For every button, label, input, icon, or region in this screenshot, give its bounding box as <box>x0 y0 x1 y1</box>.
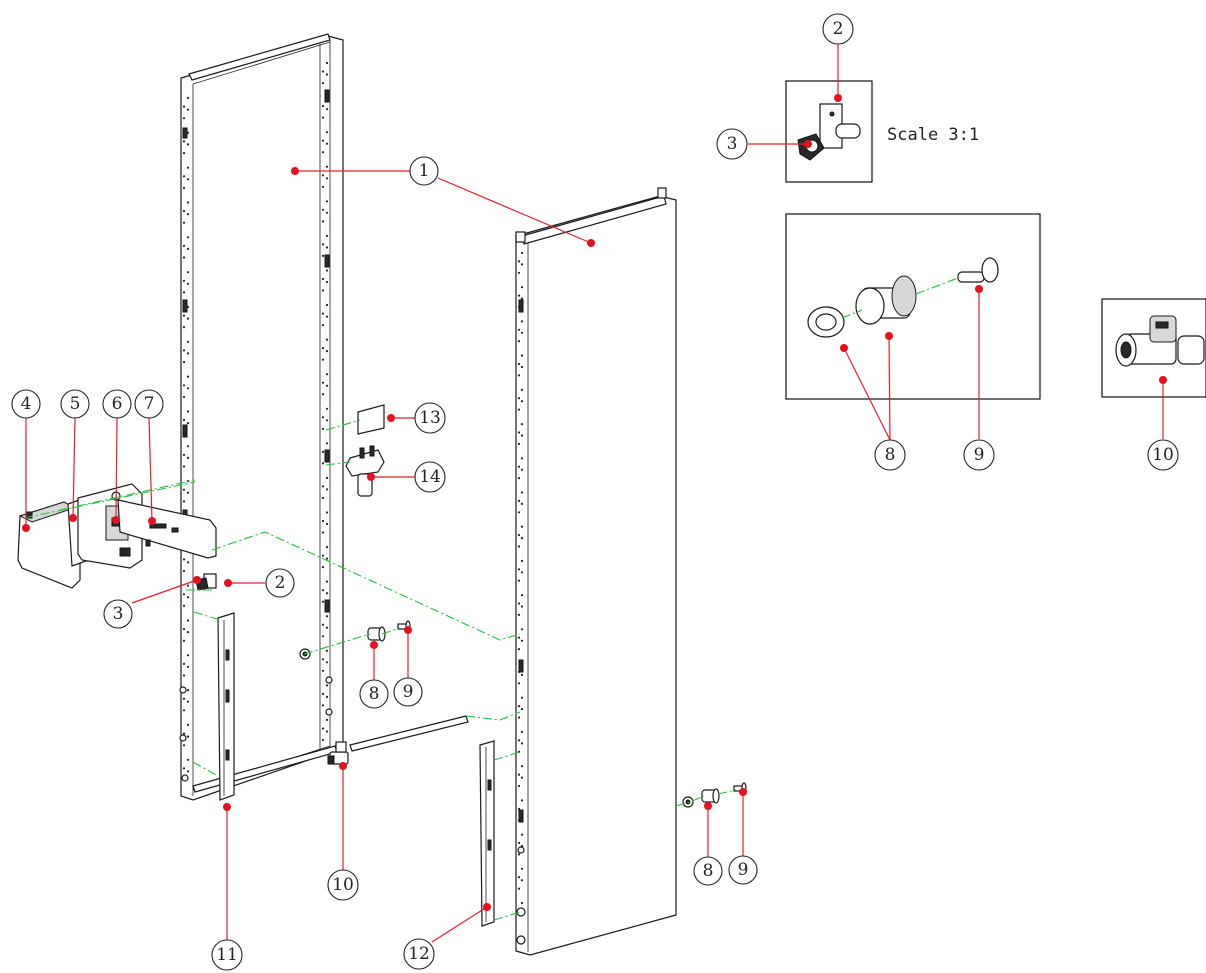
svg-text:5: 5 <box>70 394 81 414</box>
fitting-set-right <box>682 782 747 808</box>
svg-text:3: 3 <box>113 604 124 624</box>
svg-text:8: 8 <box>369 684 380 704</box>
control-box-bracket <box>117 499 217 559</box>
detail-view-c <box>1101 298 1206 398</box>
balloon-6: 6 <box>102 389 132 419</box>
balloon-14: 14 <box>414 461 446 493</box>
balloon-1: 1 <box>409 156 439 186</box>
svg-text:10: 10 <box>1152 445 1174 465</box>
svg-text:14: 14 <box>419 467 441 487</box>
connecting-rod <box>349 715 469 752</box>
balloon-3: 3 <box>103 599 133 629</box>
left-panel-holes <box>182 61 329 782</box>
detail-scale-label: Scale 3:1 <box>887 125 979 145</box>
right-side-panel <box>515 187 677 956</box>
svg-text:8: 8 <box>885 445 896 465</box>
svg-text:9: 9 <box>974 445 985 465</box>
balloon-12: 12 <box>403 938 435 970</box>
svg-text:10: 10 <box>332 875 354 895</box>
svg-text:11: 11 <box>216 945 238 965</box>
svg-text:6: 6 <box>112 394 123 414</box>
detail-view-a: Scale 3:1 <box>785 80 979 183</box>
svg-text:7: 7 <box>144 394 155 414</box>
balloon-detail-b-9: 9 <box>963 439 995 471</box>
leader-lines <box>25 44 1164 943</box>
bracket-13 <box>357 404 385 435</box>
balloon-11: 11 <box>211 939 243 971</box>
balloon-detail-b-8: 8 <box>874 439 906 471</box>
balloon-8-middle: 8 <box>359 679 389 709</box>
detail-view-b <box>785 213 1041 400</box>
balloon-13: 13 <box>414 402 446 434</box>
balloon-2: 2 <box>265 568 295 598</box>
svg-text:3: 3 <box>727 134 738 154</box>
svg-text:9: 9 <box>738 860 749 880</box>
leader-dots <box>22 94 1167 911</box>
assembly-lines <box>23 419 737 921</box>
svg-text:12: 12 <box>408 944 430 964</box>
mounting-strip-11 <box>217 612 235 801</box>
svg-text:8: 8 <box>703 861 714 881</box>
balloon-5: 5 <box>60 389 90 419</box>
balloon-9-middle: 9 <box>393 677 423 707</box>
mounting-strip-12 <box>479 740 495 927</box>
balloon-detail-a-3: 3 <box>716 128 748 160</box>
balloon-detail-a-2: 2 <box>822 13 854 45</box>
valve-14 <box>345 445 385 497</box>
svg-text:1: 1 <box>419 161 430 181</box>
balloon-8-right: 8 <box>693 856 723 886</box>
balloon-10-bottom: 10 <box>327 869 359 901</box>
left-side-panel <box>179 33 344 801</box>
svg-text:2: 2 <box>833 19 844 39</box>
svg-text:13: 13 <box>419 408 441 428</box>
svg-text:4: 4 <box>21 394 32 414</box>
balloon-detail-c-10: 10 <box>1147 439 1179 471</box>
balloon-7: 7 <box>134 389 164 419</box>
svg-text:9: 9 <box>403 682 414 702</box>
tee-fitting <box>327 741 349 765</box>
balloon-4: 4 <box>11 389 41 419</box>
svg-text:2: 2 <box>275 573 286 593</box>
balloon-9-right: 9 <box>728 855 758 885</box>
